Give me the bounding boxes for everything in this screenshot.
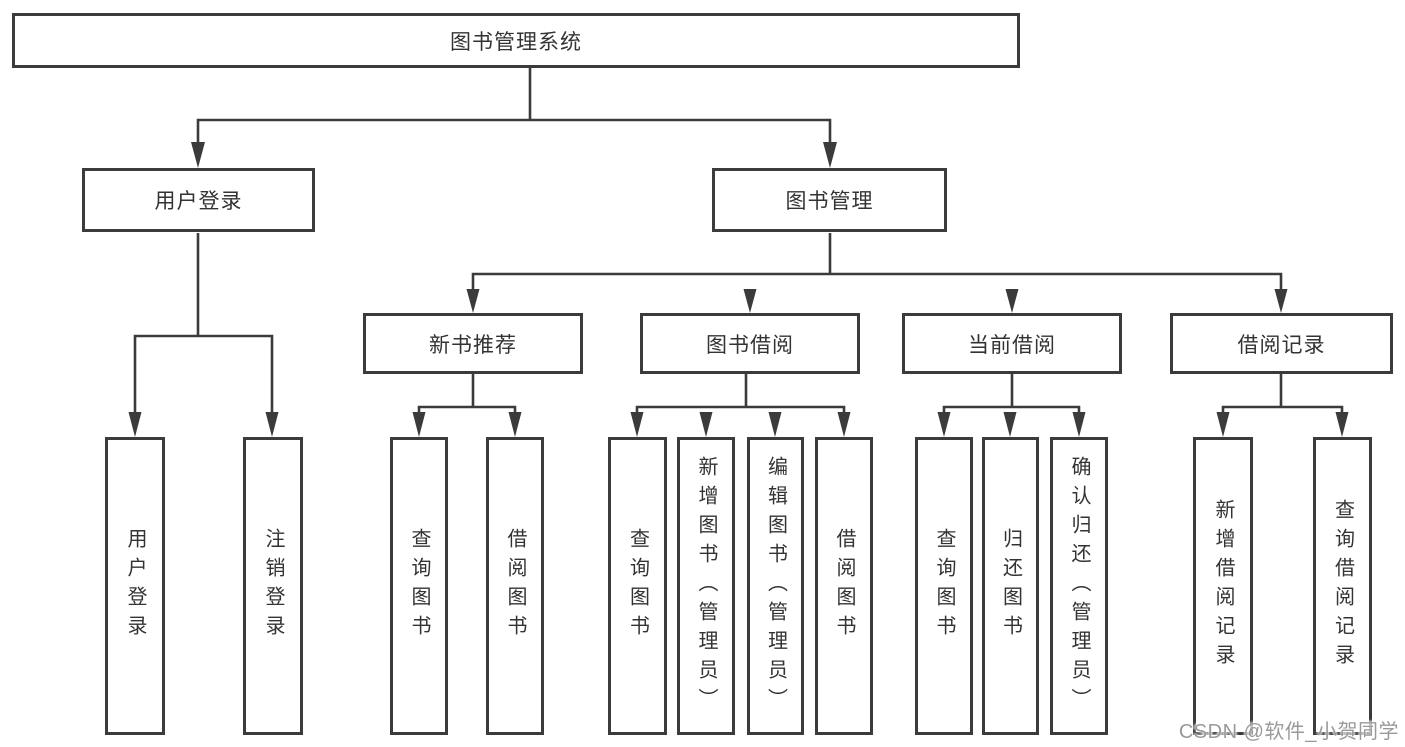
node-book-borrowing: 图书借阅 [640, 313, 860, 374]
leaf-logout-label: 注销登录 [262, 528, 284, 644]
leaf-query-borrow-record-label: 查询借阅记录 [1331, 499, 1354, 673]
node-root: 图书管理系统 [12, 13, 1020, 68]
leaf-edit-books-admin-label: 编辑图书（管理员） [764, 455, 787, 717]
leaf-borrow-books-borrowing: 借阅图书 [815, 437, 873, 735]
leaf-confirm-return-admin: 确认归还（管理员） [1050, 437, 1108, 735]
node-user-login: 用户登录 [82, 168, 315, 232]
node-current-borrowing: 当前借阅 [902, 313, 1122, 374]
node-user-login-label: 用户登录 [154, 190, 243, 213]
leaf-borrow-books-recommend-label: 借阅图书 [504, 528, 526, 644]
connector-root-to-level2 [191, 68, 837, 168]
leaf-query-books-current-label: 查询图书 [933, 528, 955, 644]
node-new-book-recommendation: 新书推荐 [363, 313, 583, 374]
leaf-add-borrow-record: 新增借阅记录 [1193, 437, 1253, 735]
leaf-add-borrow-record-label: 新增借阅记录 [1212, 499, 1234, 673]
leaf-user-login-label: 用户登录 [124, 528, 146, 644]
connector-borrowing-records-children [1216, 374, 1349, 437]
leaf-query-books-borrowing-label: 查询图书 [626, 528, 649, 644]
leaf-logout: 注销登录 [243, 437, 303, 735]
leaf-return-books-label: 归还图书 [999, 528, 1022, 644]
leaf-query-books-borrowing: 查询图书 [608, 437, 667, 735]
node-book-management-label: 图书管理 [785, 190, 874, 213]
leaf-confirm-return-admin-label: 确认归还（管理员） [1068, 455, 1090, 717]
node-book-borrowing-label: 图书借阅 [706, 333, 794, 357]
leaf-user-login: 用户登录 [105, 437, 165, 735]
leaf-borrow-books-recommend: 借阅图书 [486, 437, 544, 735]
connector-book-management-children [466, 233, 1288, 313]
connector-user-login-children [128, 233, 279, 437]
node-current-borrowing-label: 当前借阅 [968, 333, 1056, 357]
leaf-borrow-books-borrowing-label: 借阅图书 [833, 528, 855, 644]
leaf-query-books-recommend: 查询图书 [390, 437, 448, 735]
leaf-add-books-admin-label: 新增图书（管理员） [695, 455, 717, 717]
node-root-label: 图书管理系统 [450, 30, 582, 54]
node-borrowing-records: 借阅记录 [1170, 313, 1393, 374]
leaf-query-books-current: 查询图书 [915, 437, 973, 735]
leaf-edit-books-admin: 编辑图书（管理员） [747, 437, 804, 735]
csdn-watermark: CSDN @软件_小贺同学 [1178, 721, 1399, 743]
node-book-management: 图书管理 [712, 168, 947, 232]
connector-new-book-children [412, 374, 522, 437]
connector-book-borrowing-children [630, 374, 851, 437]
node-borrowing-records-label: 借阅记录 [1237, 333, 1326, 357]
node-new-book-recommendation-label: 新书推荐 [429, 333, 517, 357]
connector-current-borrowing-children [937, 374, 1086, 437]
leaf-return-books: 归还图书 [982, 437, 1039, 735]
leaf-add-books-admin: 新增图书（管理员） [677, 437, 735, 735]
leaf-query-borrow-record: 查询借阅记录 [1313, 437, 1372, 735]
leaf-query-books-recommend-label: 查询图书 [408, 528, 430, 644]
